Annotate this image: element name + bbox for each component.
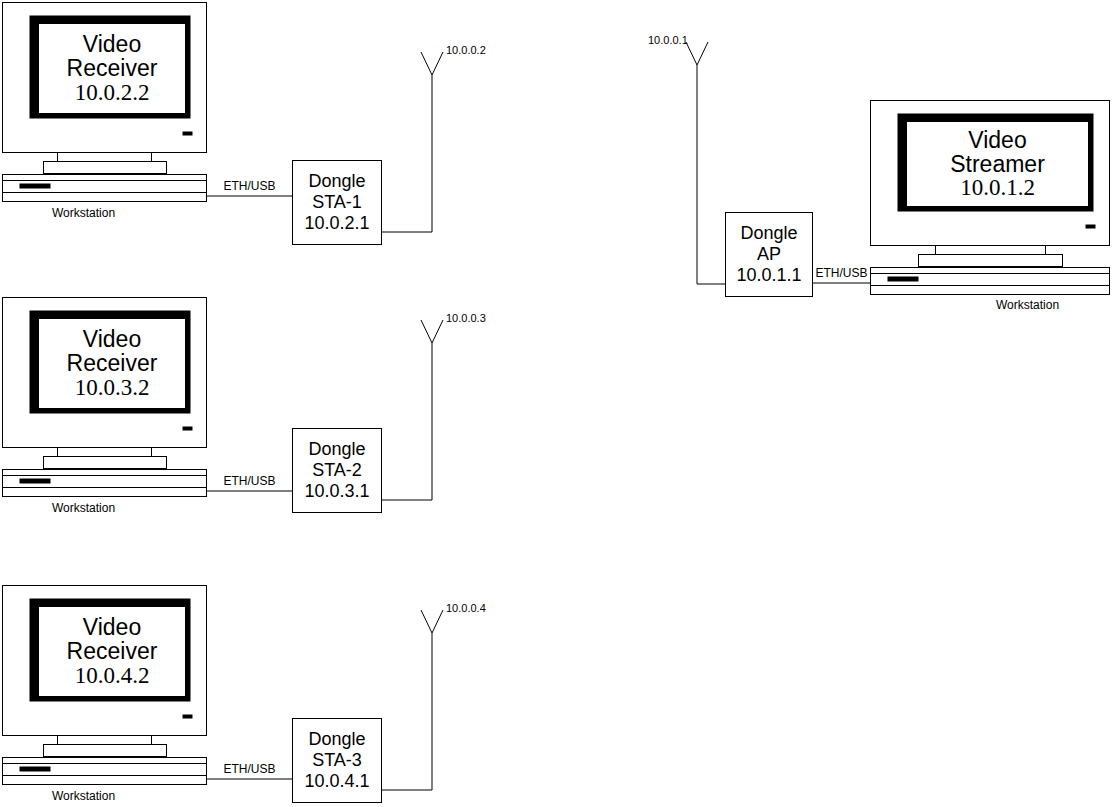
screen-title: Video Receiver bbox=[47, 615, 177, 663]
dongle-box: Dongle STA-210.0.3.1 bbox=[292, 428, 382, 513]
screen-text: Video Receiver10.0.3.2 bbox=[47, 319, 177, 408]
workstation-label: Workstation bbox=[996, 298, 1059, 312]
screen-title: Video Receiver bbox=[47, 32, 177, 80]
workstation-label: Workstation bbox=[52, 206, 115, 220]
antenna-symbol bbox=[382, 320, 443, 500]
ip-address: 10.0.3.1 bbox=[297, 481, 377, 502]
dongle-box: Dongle AP10.0.1.1 bbox=[725, 212, 813, 297]
connector-label: ETH/USB bbox=[222, 474, 276, 488]
antenna-symbol bbox=[382, 52, 443, 232]
dongle-box: Dongle STA-310.0.4.1 bbox=[292, 718, 382, 803]
dongle-name: Dongle STA-1 bbox=[297, 171, 377, 212]
ip-address-label: 10.0.0.1 bbox=[648, 34, 688, 46]
dongle-name: Dongle STA-3 bbox=[297, 729, 377, 770]
workstation-label: Workstation bbox=[52, 789, 115, 803]
ip-address: 10.0.3.2 bbox=[75, 376, 150, 400]
screen-text: Video Receiver10.0.2.2 bbox=[47, 24, 177, 113]
antenna-symbol bbox=[686, 42, 725, 284]
workstation: Video Receiver10.0.2.2 bbox=[2, 2, 207, 203]
cable-connector bbox=[207, 196, 292, 197]
ip-address: 10.0.4.2 bbox=[75, 664, 150, 688]
cable-connector bbox=[813, 283, 870, 284]
antenna-symbol bbox=[382, 610, 443, 790]
cable-connector bbox=[207, 779, 292, 780]
dongle-box: Dongle STA-110.0.2.1 bbox=[292, 160, 382, 245]
connector-label: ETH/USB bbox=[222, 762, 276, 776]
ip-address-label: 10.0.0.2 bbox=[446, 44, 486, 56]
screen-title: Video Receiver bbox=[47, 327, 177, 375]
connector-label: ETH/USB bbox=[814, 266, 868, 280]
workstation: Video Streamer10.0.1.2 bbox=[870, 100, 1110, 296]
dongle-name: Dongle AP bbox=[730, 223, 808, 264]
dongle-name: Dongle STA-2 bbox=[297, 439, 377, 480]
ip-address-label: 10.0.0.3 bbox=[446, 312, 486, 324]
workstation: Video Receiver10.0.4.2 bbox=[2, 585, 207, 786]
ip-address: 10.0.2.2 bbox=[75, 81, 150, 105]
ip-address-label: 10.0.0.4 bbox=[446, 602, 486, 614]
ip-address: 10.0.1.2 bbox=[960, 176, 1035, 200]
ip-address: 10.0.2.1 bbox=[297, 213, 377, 234]
screen-title: Video Streamer bbox=[933, 128, 1063, 176]
screen-text: Video Streamer10.0.1.2 bbox=[933, 122, 1063, 206]
workstation-label: Workstation bbox=[52, 501, 115, 515]
ip-address: 10.0.4.1 bbox=[297, 771, 377, 792]
cable-connector bbox=[207, 491, 292, 492]
workstation: Video Receiver10.0.3.2 bbox=[2, 297, 207, 498]
screen-text: Video Receiver10.0.4.2 bbox=[47, 607, 177, 696]
connector-label: ETH/USB bbox=[222, 179, 276, 193]
ip-address: 10.0.1.1 bbox=[730, 265, 808, 286]
